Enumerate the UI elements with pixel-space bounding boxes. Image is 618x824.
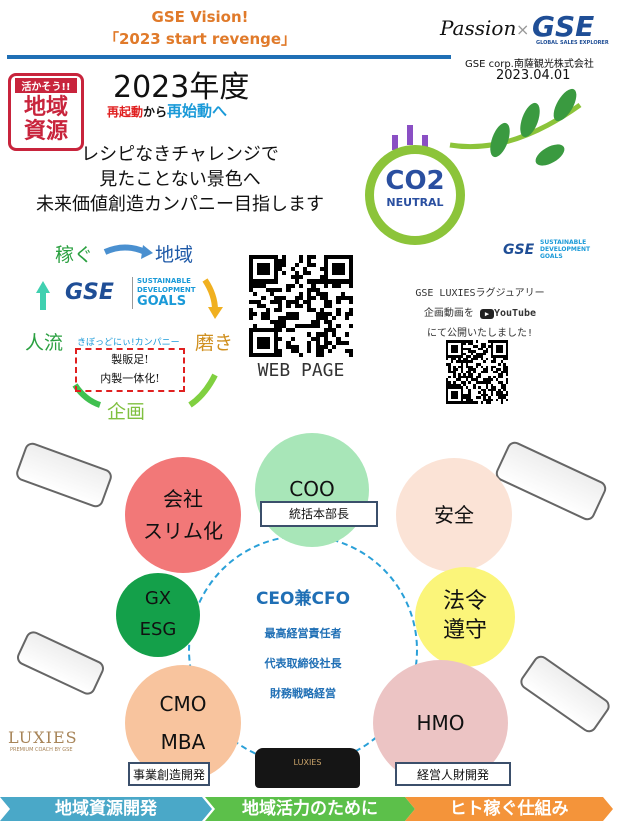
hmo-role-label: 経営人財開発 xyxy=(395,762,511,786)
luxies-logo: LUXIES PREMIUM COACH BY GSE xyxy=(8,728,78,753)
footer-step-vitality: 地域活力のために xyxy=(205,797,415,821)
bus-image xyxy=(517,652,613,736)
youtube-qr-code[interactable] xyxy=(446,340,508,404)
passion-gse-logo: Passion × GSE GLOBAL SALES EXPLORER xyxy=(440,10,609,46)
company-name: GSE corp.南薩観光株式会社 xyxy=(465,59,594,70)
year-heading: 2023年度 xyxy=(113,70,250,105)
cycle-arrows-icon xyxy=(36,244,223,408)
luxies-bus-image: LUXIES xyxy=(255,748,360,788)
coo-role-label: 統括本部長 xyxy=(260,501,378,527)
bus-image xyxy=(14,628,107,698)
safety-circle: 安全 xyxy=(396,458,512,572)
vision-title: GSE Vision! xyxy=(151,8,249,26)
leaf-icon xyxy=(392,88,582,166)
footer-step-mechanism: ヒト稼ぐ仕組み xyxy=(405,797,613,821)
restart-slogan: 再起動から再始動へ xyxy=(107,102,228,120)
compliance-circle: 法令遵守 xyxy=(415,567,515,667)
local-resource-badge: 活かそう!! 地域 資源 xyxy=(8,73,84,151)
coo-circle: COO xyxy=(255,433,369,547)
vision-subtitle: 「2023 start revenge」 xyxy=(103,30,297,48)
youtube-icon: ▶ xyxy=(479,309,494,319)
web-page-qr-code[interactable] xyxy=(249,255,353,357)
date: 2023.04.01 xyxy=(496,68,571,83)
bus-image xyxy=(13,440,115,510)
web-page-label: WEB PAGE xyxy=(257,360,345,381)
header-divider xyxy=(7,55,451,59)
ceo-info: CEO兼CFO 最高経営責任者 代表取締役社長 財務戦略経営 xyxy=(255,589,351,700)
co2-neutral-graphic: CO2 NEUTRAL GSE SUSTAINABLE DEVELOPMENT … xyxy=(340,85,590,265)
footer-step-resource: 地域資源開発 xyxy=(0,797,212,821)
youtube-announcement: GSE LUXIESラグジュアリー 企画動画を ▶YouTube にて公開いたし… xyxy=(415,288,545,339)
cmo-role-label: 事業創造開発 xyxy=(128,762,210,786)
mission-statement: レシピなきチャレンジで見たことない景色へ未来価値創造カンパニー目指します xyxy=(36,144,324,215)
slim-company-circle: 会社スリム化 xyxy=(125,457,241,573)
